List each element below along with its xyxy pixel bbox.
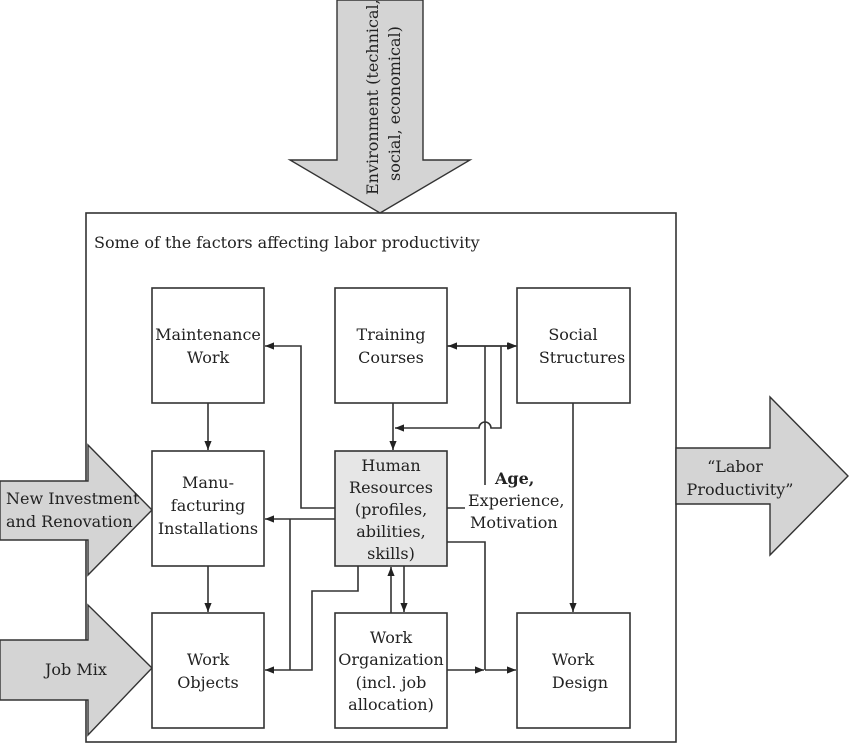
- svg-text:allocation): allocation): [348, 695, 434, 714]
- svg-text:Organization: Organization: [338, 650, 443, 669]
- box-work-organization: Work Organization (incl. job allocation): [334, 612, 448, 729]
- svg-text:Work: Work: [370, 628, 413, 647]
- svg-text:facturing: facturing: [171, 496, 245, 515]
- age-experience-motivation-label: Age, Experience, Motivation: [468, 469, 564, 532]
- svg-text:Installations: Installations: [158, 519, 258, 538]
- box-work-design: Work Design: [516, 612, 631, 729]
- box-maintenance-work: Maintenance Work: [151, 287, 265, 404]
- new-investment-label: and Renovation: [6, 512, 133, 531]
- box-human-resources: Human Resources (profiles, abilities, sk…: [334, 450, 448, 567]
- svg-text:Maintenance: Maintenance: [155, 325, 261, 344]
- svg-text:abilities,: abilities,: [356, 522, 425, 541]
- svg-text:Work: Work: [187, 348, 230, 367]
- svg-text:Design: Design: [552, 673, 608, 692]
- svg-text:(profiles,: (profiles,: [355, 500, 427, 519]
- new-investment-arrow: [0, 443, 153, 577]
- svg-text:Human: Human: [361, 456, 420, 475]
- svg-text:Work: Work: [187, 650, 230, 669]
- svg-text:skills): skills): [367, 544, 415, 563]
- svg-text:Environment (technical,: Environment (technical,: [363, 0, 382, 195]
- svg-text:(incl. job: (incl. job: [356, 673, 427, 692]
- box-work-objects: Work Objects: [151, 612, 265, 729]
- box-training-courses: Training Courses: [334, 287, 448, 404]
- job-mix-label: Job Mix: [43, 660, 107, 679]
- frame-title: Some of the factors affecting labor prod…: [94, 233, 480, 252]
- svg-text:Resources: Resources: [349, 478, 433, 497]
- svg-text:Courses: Courses: [358, 348, 424, 367]
- labor-productivity-arrow: [675, 395, 849, 557]
- connectors: [204, 342, 577, 674]
- svg-text:Work: Work: [552, 650, 595, 669]
- labor-productivity-label: “Labor: [707, 457, 763, 476]
- svg-text:Training: Training: [357, 325, 426, 344]
- box-social-structures: Social Structures: [516, 287, 631, 404]
- labor-productivity-label: Productivity”: [687, 480, 794, 499]
- environment-arrow: [287, 0, 473, 214]
- job-mix-arrow: [0, 603, 153, 737]
- svg-text:Social: Social: [548, 325, 597, 344]
- new-investment-label: New Investment: [6, 489, 140, 508]
- svg-text:Motivation: Motivation: [470, 513, 558, 532]
- box-manufacturing-installations: Manu- facturing Installations: [151, 450, 265, 567]
- svg-text:Structures: Structures: [539, 348, 625, 367]
- svg-text:social, economical): social, economical): [385, 26, 404, 181]
- svg-text:Manu-: Manu-: [182, 473, 234, 492]
- svg-text:Experience,: Experience,: [468, 491, 564, 510]
- environment-label: Environment (technical, social, economic…: [363, 0, 404, 195]
- svg-text:Age,: Age,: [494, 469, 534, 488]
- svg-text:Objects: Objects: [177, 673, 238, 692]
